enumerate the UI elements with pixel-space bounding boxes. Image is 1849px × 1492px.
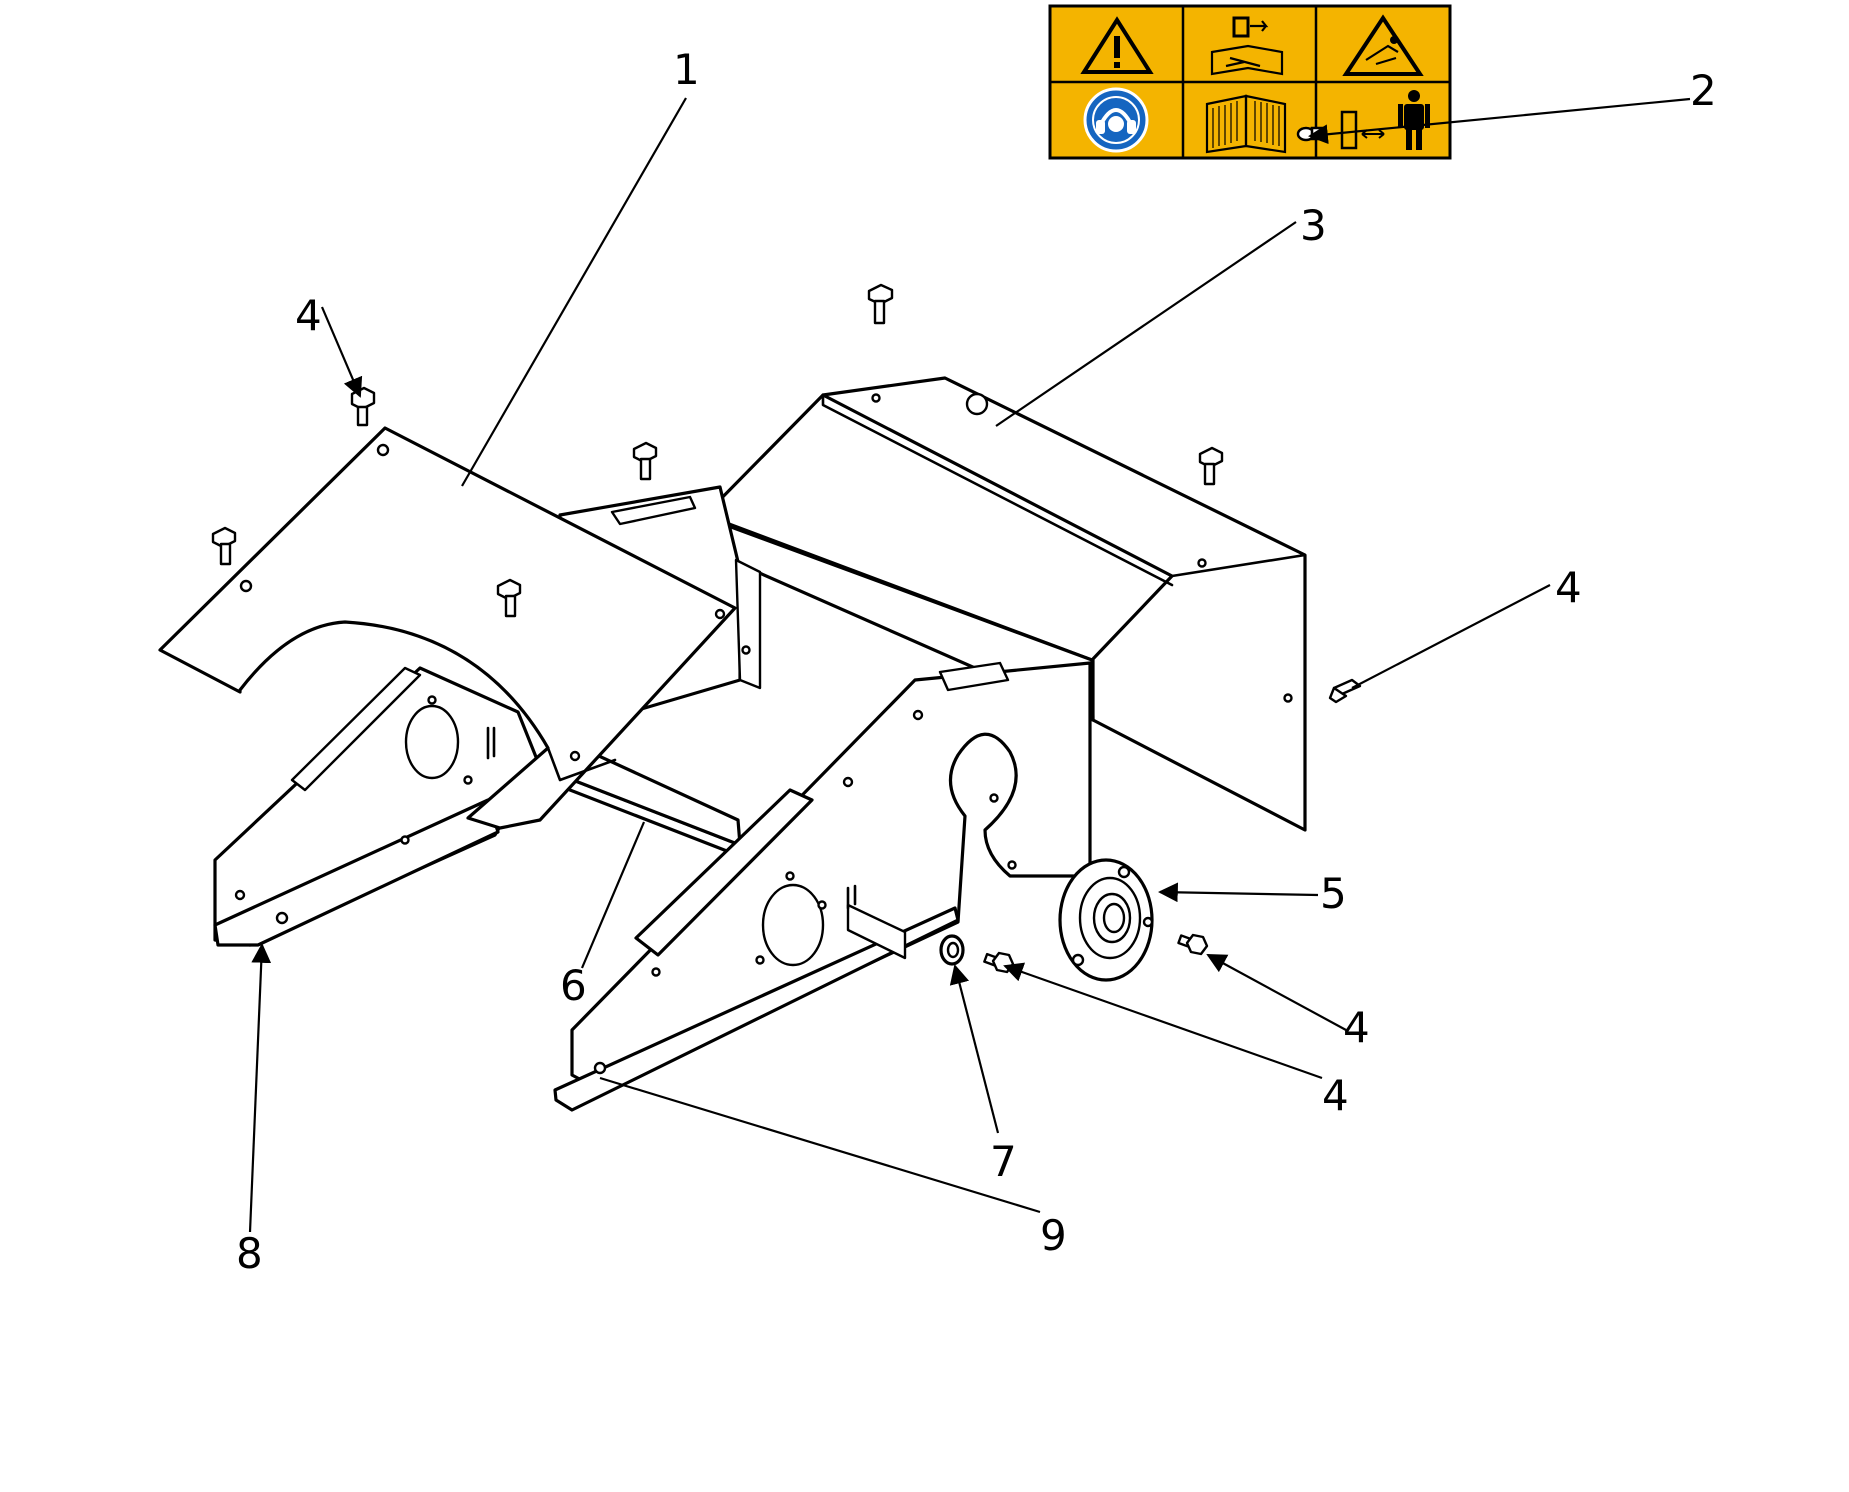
top-cover-part-3 — [703, 376, 1307, 832]
callout-8: 8 — [236, 1229, 263, 1278]
ear-protection-icon — [1083, 87, 1149, 153]
left-side-plate-part-8 — [213, 666, 540, 947]
callout-4-top-left: 4 — [295, 291, 322, 340]
callout-5: 5 — [1320, 869, 1347, 918]
keep-distance-icon — [1340, 90, 1430, 150]
screw-part-4-g — [1328, 678, 1362, 704]
callout-9: 9 — [1040, 1211, 1067, 1260]
screw-part-4-f — [1198, 446, 1224, 486]
warning-triangle-icon — [1080, 16, 1154, 74]
screw-part-4-h — [983, 951, 1015, 974]
screw-part-4-c — [632, 441, 658, 481]
flange-bearing-part-5 — [1058, 858, 1154, 982]
screw-part-4-b — [867, 283, 894, 325]
callout-2: 2 — [1690, 66, 1717, 115]
operator-manual-icon — [1205, 94, 1287, 154]
screw-part-4-i — [1177, 933, 1209, 956]
callout-4-lower: 4 — [1322, 1071, 1349, 1120]
callout-6: 6 — [560, 961, 587, 1010]
leader-lines — [248, 97, 1691, 1233]
callout-4-right: 4 — [1555, 563, 1582, 612]
screw-part-4-e — [496, 578, 522, 618]
screw-part-4-d — [211, 526, 237, 566]
callout-3: 3 — [1300, 201, 1327, 250]
screw-part-4-a — [350, 386, 376, 427]
right-side-plate-part-9 — [553, 661, 1092, 1112]
safety-decal — [1048, 4, 1452, 160]
callout-7: 7 — [990, 1137, 1017, 1186]
callout-1: 1 — [673, 45, 700, 94]
entanglement-warning-icon — [1342, 14, 1424, 76]
callout-labels: 1 2 3 4 4 4 4 5 6 7 8 9 — [236, 45, 1717, 1278]
callout-4-lower-right: 4 — [1343, 1003, 1370, 1052]
read-manual-service-icon — [1210, 16, 1284, 76]
washer-part-7 — [939, 934, 965, 966]
top-plate-part-1 — [158, 426, 737, 830]
